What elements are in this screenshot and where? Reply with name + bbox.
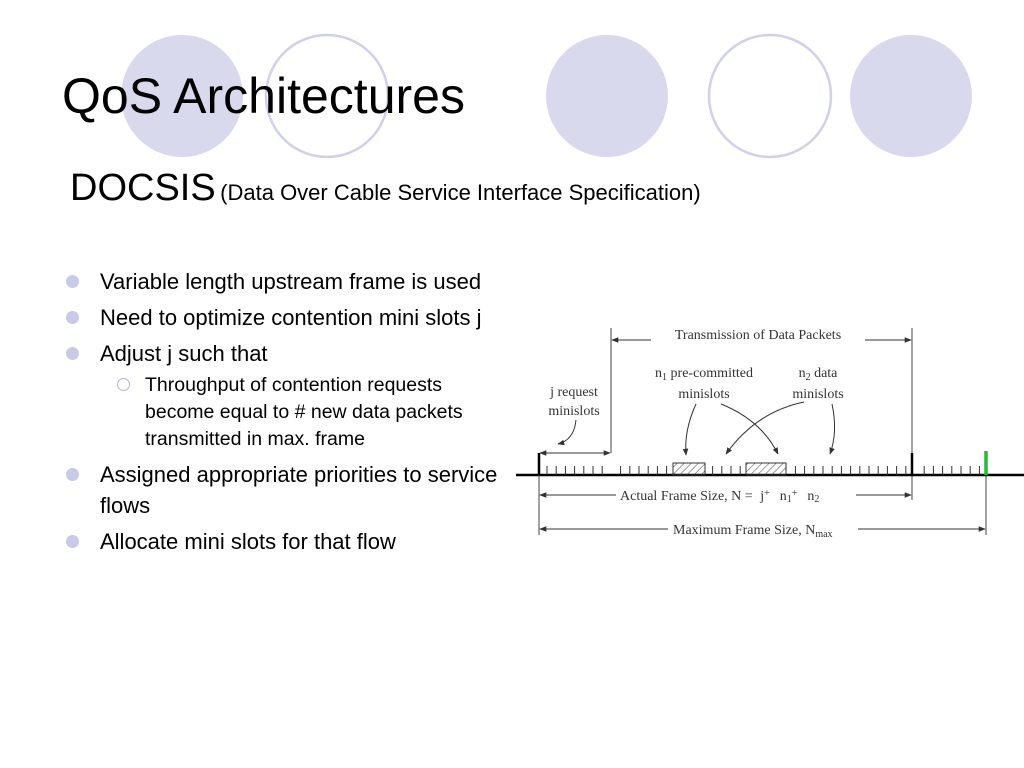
n1-label-line2: minislots [678,387,729,402]
bullet-item: Allocate mini slots for that flow [64,526,514,557]
max-frame-subscript: max [815,529,832,540]
precommitted-minislot-block [672,462,706,476]
bullet-dot-icon [66,347,79,360]
minislot-ticks [546,466,980,475]
bullet-dot-icon [66,275,79,288]
n1-label-line1: n1 pre-committed [655,366,753,383]
slide-subtitle: DOCSIS (Data Over Cable Service Interfac… [70,164,701,220]
bullet-text: Need to optimize contention mini slots j [100,305,482,330]
bullet-text: Allocate mini slots for that flow [100,529,396,554]
actual-frame-prefix: Actual Frame Size, N = [620,489,756,504]
n2-arrow-right [829,403,836,455]
deco-circle-2 [264,33,390,159]
n2-arrow-left [725,401,805,455]
data-minislot-block [745,462,787,476]
j-request-label-line2: minislots [548,404,599,419]
actual-frame-n1-subscript: 1 [787,494,792,505]
n2-label-subscript: 2 [806,372,811,383]
subtitle-main: DOCSIS [70,167,216,209]
deco-circle-3 [546,35,668,157]
n2-label-line1: n2 data [799,366,839,383]
deco-circle-5 [850,35,972,157]
max-frame-label: Maximum Frame Size, Nmax [673,523,833,540]
n1-arrow-left [682,403,697,456]
sub-bullet-item: Throughput of contention requests become… [64,372,514,453]
n1-arrow-right [720,403,779,455]
n2-label-rest: data [811,366,839,381]
n1-label-letter: n [655,366,662,381]
frame-diagram: Transmission of Data Packets j request m… [516,326,1024,540]
j-request-label-line1: j request [549,385,598,400]
bullet-text: Assigned appropriate priorities to servi… [100,462,498,518]
bullet-item: Variable length upstream frame is used [64,266,514,297]
actual-frame-label: Actual Frame Size, N = j+n1+n2 [620,488,819,505]
bullet-item: Adjust j such that [64,338,514,369]
n2-label-line2: minislots [792,387,843,402]
bullet-list: Variable length upstream frame is used N… [64,266,514,562]
n1-label-subscript: 1 [662,372,667,383]
bullet-dot-icon [66,468,79,481]
n2-label-letter: n [799,366,806,381]
bullet-text: Adjust j such that [100,341,268,366]
bullet-item: Assigned appropriate priorities to servi… [64,459,514,521]
transmission-label: Transmission of Data Packets [675,328,841,343]
slide-title: QoS Architectures [62,68,465,124]
sub-bullet-text: Throughput of contention requests become… [145,374,463,450]
subtitle-parenthetical: (Data Over Cable Service Interface Speci… [220,180,701,205]
actual-frame-plus-2: + [792,488,798,499]
n1-label-rest: pre-committed [667,366,753,381]
j-request-pointer-arrow [557,419,577,446]
bullet-item: Need to optimize contention mini slots j [64,302,514,333]
actual-frame-plus-1: + [764,488,770,499]
deco-circle-1 [121,35,243,157]
bullet-text: Variable length upstream frame is used [100,269,482,294]
actual-frame-n1: n [780,489,787,504]
sub-bullet-ring-icon [117,378,130,391]
decorative-circles [121,33,972,159]
actual-frame-n2-subscript: 2 [814,494,819,505]
actual-frame-n2: n [807,489,814,504]
actual-frame-j: j [759,489,764,504]
bullet-dot-icon [66,311,79,324]
bullet-dot-icon [66,535,79,548]
max-frame-text: Maximum Frame Size, N [673,523,815,538]
deco-circle-4 [707,33,833,159]
